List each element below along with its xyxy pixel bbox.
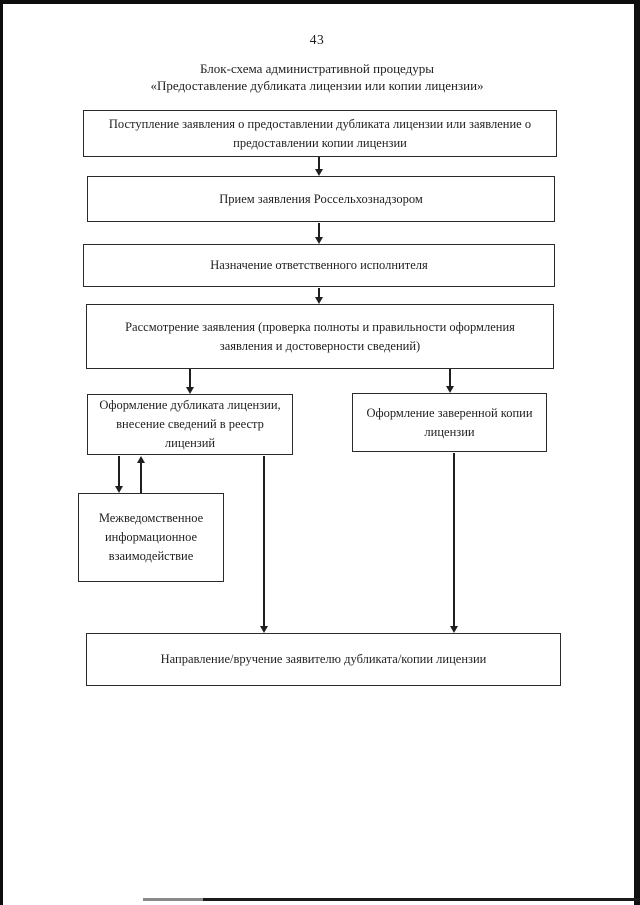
page-title: Блок-схема административной процедуры «П… [0,61,634,94]
flow-node-label: Межведомственное информационное взаимоде… [98,511,204,563]
scan-edge-top [0,0,640,4]
flow-node-duplicate-issuance: Оформление дубликата лицензии, внесение … [87,394,293,455]
flow-node-certified-copy-issuance: Оформление заверенной копии лицензии [352,393,547,452]
arrow-step2-to-step3 [315,223,323,244]
arrow-step7-to-step5 [137,456,145,493]
flow-node-label: Назначение ответственного исполнителя [210,258,428,272]
page-title-line1: Блок-схема административной процедуры [200,61,434,76]
scan-edge-bottom [143,898,640,901]
flow-node-application-receipt: Поступление заявления о предоставлении д… [83,110,557,157]
flow-node-label: Рассмотрение заявления (проверка полноты… [125,319,515,353]
arrow-step3-to-step4 [315,288,323,304]
flow-node-label: Прием заявления Россельхознадзором [219,191,423,206]
flow-node-label: Оформление заверенной копии лицензии [366,405,533,439]
flow-node-label: Оформление дубликата лицензии, внесение … [99,398,281,450]
flow-node-delivery-to-applicant: Направление/вручение заявителю дубликата… [86,633,561,686]
scan-edge-left [0,0,3,905]
arrow-step6-to-step8 [450,453,458,633]
arrow-step5-to-step8 [260,456,268,633]
arrow-step4-to-step6 [446,369,454,393]
flow-node-application-acceptance: Прием заявления Россельхознадзором [87,176,555,222]
flow-node-interagency-interaction: Межведомственное информационное взаимоде… [78,493,224,582]
scan-edge-right [634,0,640,905]
arrow-step5-to-step7 [115,456,123,493]
flow-node-label: Направление/вручение заявителю дубликата… [160,652,487,666]
flow-node-assign-executor: Назначение ответственного исполнителя [83,244,555,287]
page-number: 43 [309,32,325,47]
arrow-step4-to-step5 [186,369,194,394]
arrow-step1-to-step2 [315,157,323,176]
page-title-line2: «Предоставление дубликата лицензии или к… [150,77,484,93]
flow-node-application-review: Рассмотрение заявления (проверка полноты… [86,304,554,369]
flow-node-label: Поступление заявления о предоставлении д… [108,116,532,150]
